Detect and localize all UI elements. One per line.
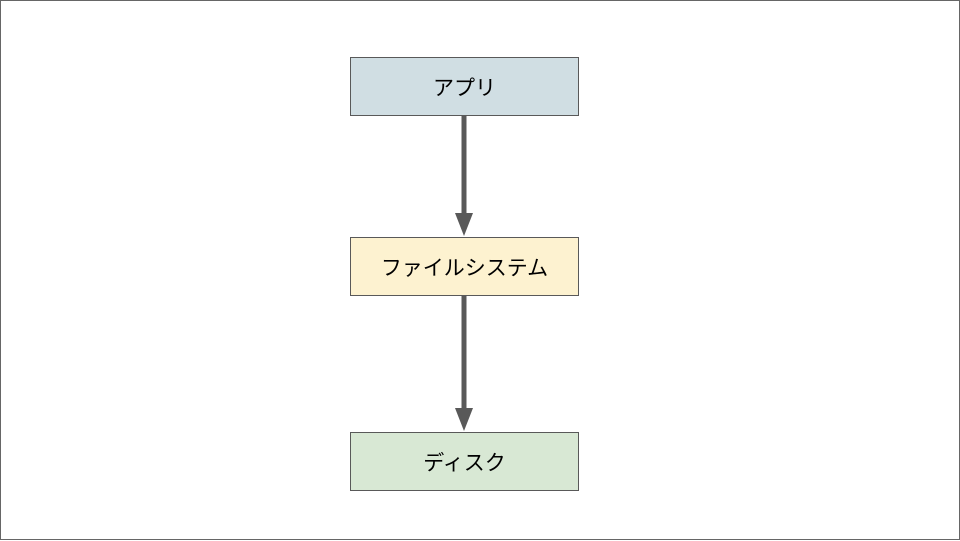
edge-app-to-filesystem [455, 116, 473, 236]
node-app-label: アプリ [433, 75, 496, 100]
node-filesystem-label: ファイルシステム [380, 255, 549, 280]
edge-filesystem-to-disk [455, 296, 473, 431]
node-disk-label: ディスク [423, 450, 506, 475]
node-app: アプリ [350, 57, 579, 116]
node-filesystem: ファイルシステム [350, 237, 579, 296]
node-disk: ディスク [350, 432, 579, 491]
